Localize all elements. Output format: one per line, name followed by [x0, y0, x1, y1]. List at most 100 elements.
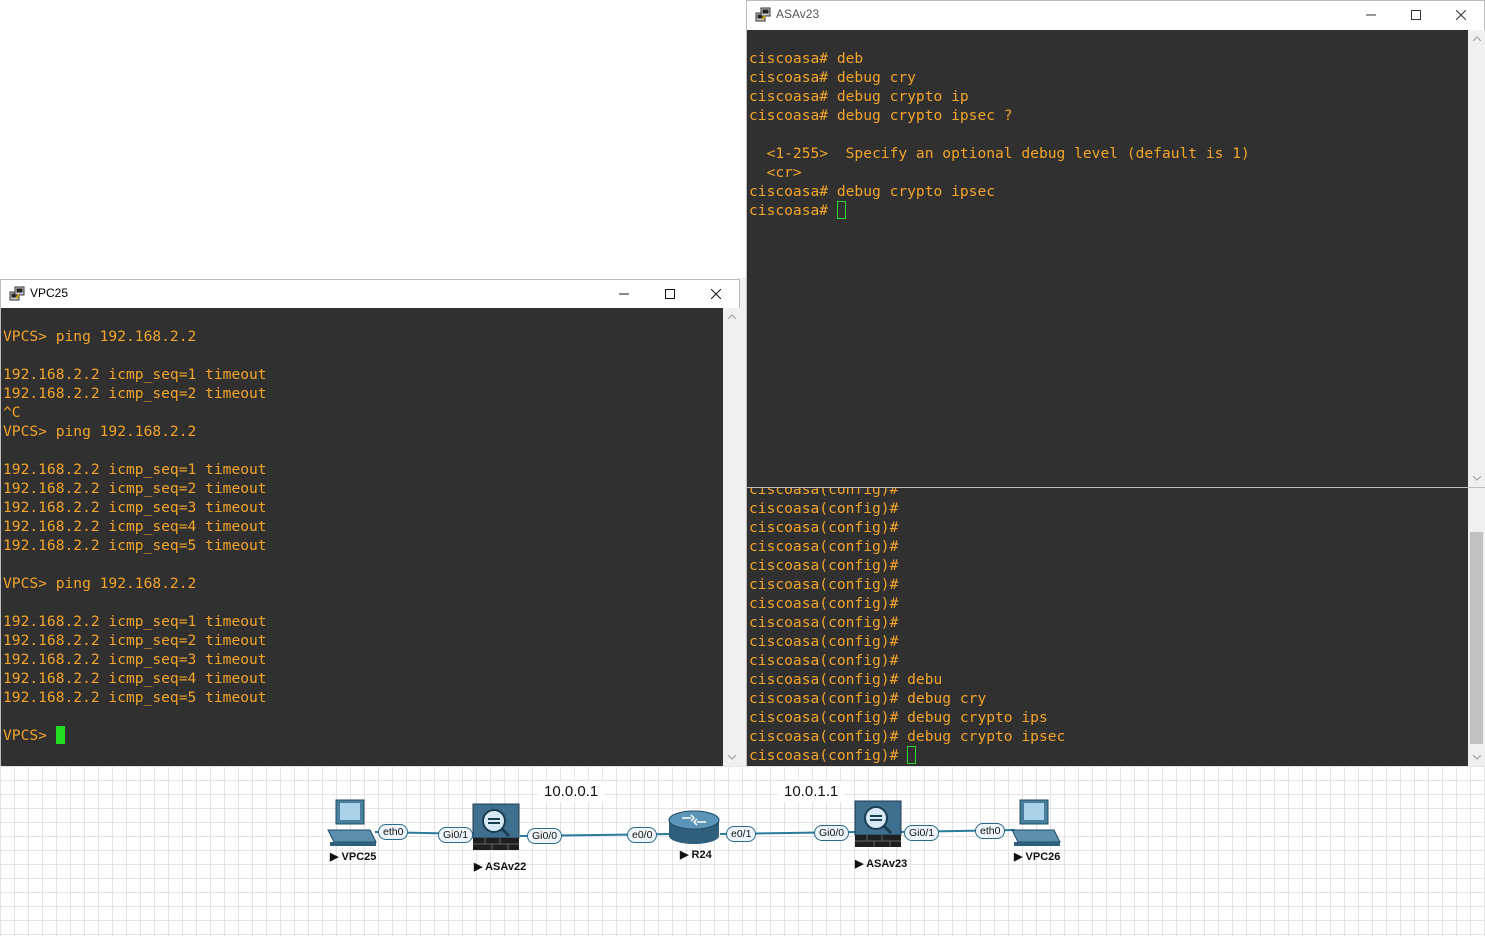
window-title: VPC25	[30, 286, 69, 300]
maximize-button[interactable]	[647, 280, 693, 308]
iface-asav22-gi00[interactable]: Gi0/0	[527, 828, 563, 844]
putty-icon	[755, 7, 771, 22]
maximize-icon	[665, 289, 675, 299]
subnet-label-right: 10.0.1.1	[778, 781, 845, 802]
node-label-asav23: ▶ ASAv23	[855, 858, 908, 870]
terminal-line: 192.168.2.2 icmp_seq=1 timeout	[3, 461, 267, 478]
minimize-icon	[1366, 14, 1376, 16]
close-button[interactable]	[1438, 1, 1484, 29]
terminal-line: ciscoasa(config)# debug crypto ipsec	[749, 728, 1066, 745]
minimize-button[interactable]	[1348, 1, 1394, 29]
terminal-line: ciscoasa(config)#	[749, 595, 899, 612]
terminal-line	[1, 441, 723, 460]
asav22-terminal[interactable]: ciscoasa(config)#ciscoasa(config)#ciscoa…	[747, 488, 1468, 766]
scroll-down-arrow-icon[interactable]	[1468, 749, 1485, 766]
terminal-line	[1, 593, 723, 612]
iface-vpc26-eth0[interactable]: eth0	[975, 823, 1006, 839]
terminal-line: <cr>	[749, 164, 802, 181]
terminal-line	[1, 308, 723, 327]
terminal-line: 192.168.2.2 icmp_seq=1 timeout	[3, 613, 267, 630]
vpc25-console-window[interactable]: VPC25 VPCS> ping 192.168.2.2 192.168.2.2 …	[0, 279, 740, 766]
terminal-line: ciscoasa# debug cry	[749, 69, 916, 86]
terminal-cursor	[907, 746, 917, 764]
node-asav23[interactable]	[852, 797, 904, 849]
vpc25-terminal[interactable]: VPCS> ping 192.168.2.2 192.168.2.2 icmp_s…	[1, 308, 723, 766]
node-label-r24: ▶ R24	[680, 849, 712, 861]
terminal-line: 192.168.2.2 icmp_seq=2 timeout	[3, 632, 267, 649]
terminal-line	[1, 346, 723, 365]
terminal-line	[747, 30, 1468, 49]
asav22-console-window[interactable]: ciscoasa(config)#ciscoasa(config)#ciscoa…	[746, 488, 1485, 766]
node-r24[interactable]	[667, 806, 721, 846]
terminal-cursor	[836, 201, 846, 219]
terminal-line: VPCS> ping 192.168.2.2	[3, 423, 197, 440]
terminal-line: 192.168.2.2 icmp_seq=1 timeout	[3, 366, 267, 383]
minimize-icon	[619, 293, 629, 295]
maximize-icon	[1411, 10, 1421, 20]
iface-r24-e00[interactable]: e0/0	[627, 827, 658, 843]
terminal-line	[747, 125, 1468, 144]
terminal-line: 192.168.2.2 icmp_seq=5 timeout	[3, 537, 267, 554]
asav23-terminal[interactable]: ciscoasa# deb ciscoasa# debug cry ciscoasa…	[747, 30, 1468, 487]
scroll-up-arrow-icon[interactable]	[723, 308, 740, 325]
terminal-line: ciscoasa# debug crypto ip	[749, 88, 969, 105]
terminal-line: VPCS> ping 192.168.2.2	[3, 575, 197, 592]
node-asav22[interactable]	[470, 800, 522, 852]
terminal-line: ciscoasa(config)# debug cry	[749, 690, 987, 707]
terminal-line: ciscoasa#	[747, 201, 1468, 220]
asav23-scrollbar[interactable]	[1468, 30, 1485, 487]
terminal-line: ciscoasa(config)# debu	[749, 671, 943, 688]
putty-icon	[9, 286, 25, 301]
node-label-vpc26: ▶ VPC26	[1014, 851, 1061, 863]
terminal-line: ciscoasa(config)#	[749, 614, 899, 631]
terminal-line: <1-255> Specify an optional debug level …	[749, 145, 1250, 162]
close-icon	[1456, 10, 1466, 20]
terminal-line: ciscoasa(config)#	[749, 557, 899, 574]
asav22-scrollbar[interactable]	[1468, 488, 1485, 766]
pc-icon	[1011, 799, 1061, 846]
topology-links	[374, 829, 1016, 837]
scroll-down-arrow-icon[interactable]	[1468, 470, 1485, 487]
terminal-line: ciscoasa(config)# debug crypto ips	[749, 709, 1048, 726]
window-title: ASAv23	[776, 7, 820, 21]
terminal-line: ciscoasa(config)#	[749, 519, 899, 536]
vpc25-titlebar[interactable]: VPC25	[1, 280, 739, 308]
terminal-line: VPCS> ping 192.168.2.2	[3, 328, 197, 345]
terminal-line: 192.168.2.2 icmp_seq=3 timeout	[3, 651, 267, 668]
node-vpc25[interactable]	[326, 798, 378, 848]
vpc25-scrollbar[interactable]	[723, 308, 740, 766]
iface-asav23-gi00[interactable]: Gi0/0	[814, 825, 850, 841]
asav23-titlebar[interactable]: ASAv23	[747, 1, 1484, 29]
close-button[interactable]	[693, 280, 739, 308]
scroll-down-arrow-icon[interactable]	[723, 749, 740, 766]
terminal-line: 192.168.2.2 icmp_seq=2 timeout	[3, 480, 267, 497]
router-icon	[668, 810, 720, 844]
terminal-line: ciscoasa(config)#	[747, 746, 1065, 765]
node-vpc26[interactable]	[1010, 798, 1062, 848]
terminal-line: ciscoasa(config)#	[749, 538, 899, 555]
terminal-line: ciscoasa(config)#	[749, 576, 899, 593]
terminal-line: ciscoasa(config)#	[749, 652, 899, 669]
terminal-line: ciscoasa(config)#	[749, 488, 899, 498]
subnet-label-left: 10.0.0.1	[538, 781, 605, 802]
terminal-line: 192.168.2.2 icmp_seq=3 timeout	[3, 499, 267, 516]
iface-r24-e01[interactable]: e0/1	[726, 826, 757, 842]
iface-asav22-gi01[interactable]: Gi0/1	[438, 827, 474, 843]
terminal-line: VPCS>	[1, 726, 723, 745]
iface-asav23-gi01[interactable]: Gi0/1	[904, 825, 940, 841]
topology-canvas[interactable]	[0, 766, 1485, 936]
node-label-asav22: ▶ ASAv22	[474, 861, 527, 873]
terminal-line	[1, 555, 723, 574]
terminal-line: ciscoasa# deb	[749, 50, 864, 67]
terminal-line: ciscoasa# debug crypto ipsec	[749, 183, 996, 200]
terminal-line: 192.168.2.2 icmp_seq=5 timeout	[3, 689, 267, 706]
scroll-up-arrow-icon[interactable]	[1468, 30, 1485, 47]
terminal-line: 192.168.2.2 icmp_seq=4 timeout	[3, 518, 267, 535]
scrollbar-thumb[interactable]	[1470, 532, 1483, 744]
close-icon	[711, 289, 721, 299]
maximize-button[interactable]	[1393, 1, 1439, 29]
iface-vpc25-eth0[interactable]: eth0	[378, 824, 409, 840]
terminal-line: ciscoasa(config)#	[749, 633, 899, 650]
minimize-button[interactable]	[601, 280, 647, 308]
